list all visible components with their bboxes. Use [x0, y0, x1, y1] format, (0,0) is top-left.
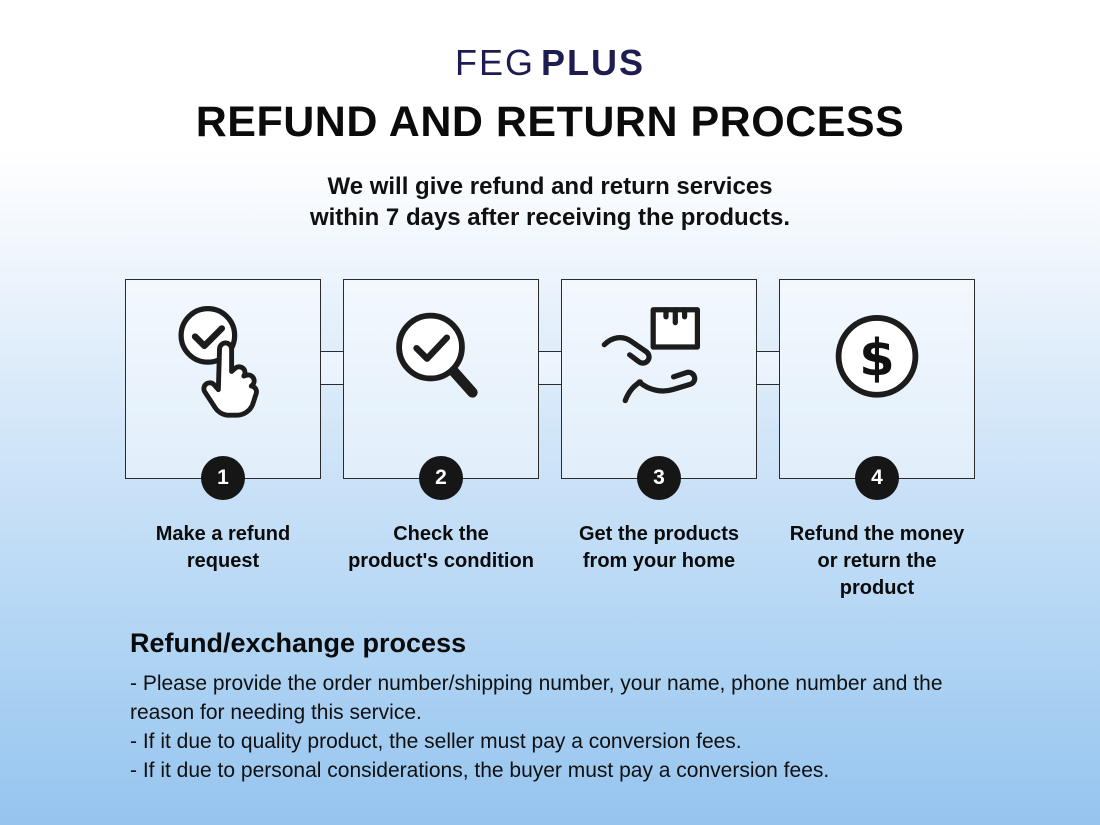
refund-process-item: - Please provide the order number/shippi…	[130, 672, 943, 724]
refund-process-item: - If it due to quality product, the sell…	[130, 730, 742, 753]
package-handover-icon	[601, 307, 701, 404]
step-connector	[757, 351, 779, 385]
step-box-4: $ 4	[779, 279, 975, 500]
label-spacer	[539, 521, 561, 602]
subtitle-line-1: We will give refund and return services	[327, 173, 773, 200]
step-number-badge: 3	[637, 456, 681, 500]
step-number-badge: 1	[201, 456, 245, 500]
steps-row: 1 2 3	[125, 279, 975, 500]
step-number-badge: 4	[855, 456, 899, 500]
svg-text:$: $	[859, 328, 895, 388]
step-box-2: 2	[343, 279, 539, 500]
logo-text-feg: FEG	[454, 42, 535, 83]
refund-process-heading: Refund/exchange process	[130, 628, 467, 658]
step-box-3: 3	[561, 279, 757, 500]
dollar-circle-icon: $	[835, 315, 919, 398]
step-number-badge: 2	[419, 456, 463, 500]
step-label-1: Make a refund request	[155, 523, 291, 572]
tap-check-icon	[178, 306, 259, 418]
subtitle-line-2: within 7 days after receiving the produc…	[309, 204, 791, 231]
label-spacer	[757, 521, 779, 602]
step-connector	[321, 351, 343, 385]
logo-text-plus: PLUS	[541, 42, 646, 83]
magnifier-check-icon	[396, 312, 478, 398]
refund-process-item: - If it due to personal considerations, …	[130, 759, 830, 782]
step-label-4: Refund the money or return the product	[789, 523, 965, 599]
step-box-1: 1	[125, 279, 321, 500]
page-subtitle: We will give refund and return services …	[0, 171, 1100, 233]
step-connector	[539, 351, 561, 385]
step-label-3: Get the products from your home	[578, 523, 739, 572]
step-labels-row: Make a refund request Check the product'…	[125, 521, 975, 602]
label-spacer	[321, 521, 343, 602]
step-label-2: Check the product's condition	[348, 523, 534, 572]
page-title: REFUND AND RETURN PROCESS	[195, 98, 905, 146]
refund-process-section: Refund/exchange process - Please provide…	[130, 628, 975, 785]
